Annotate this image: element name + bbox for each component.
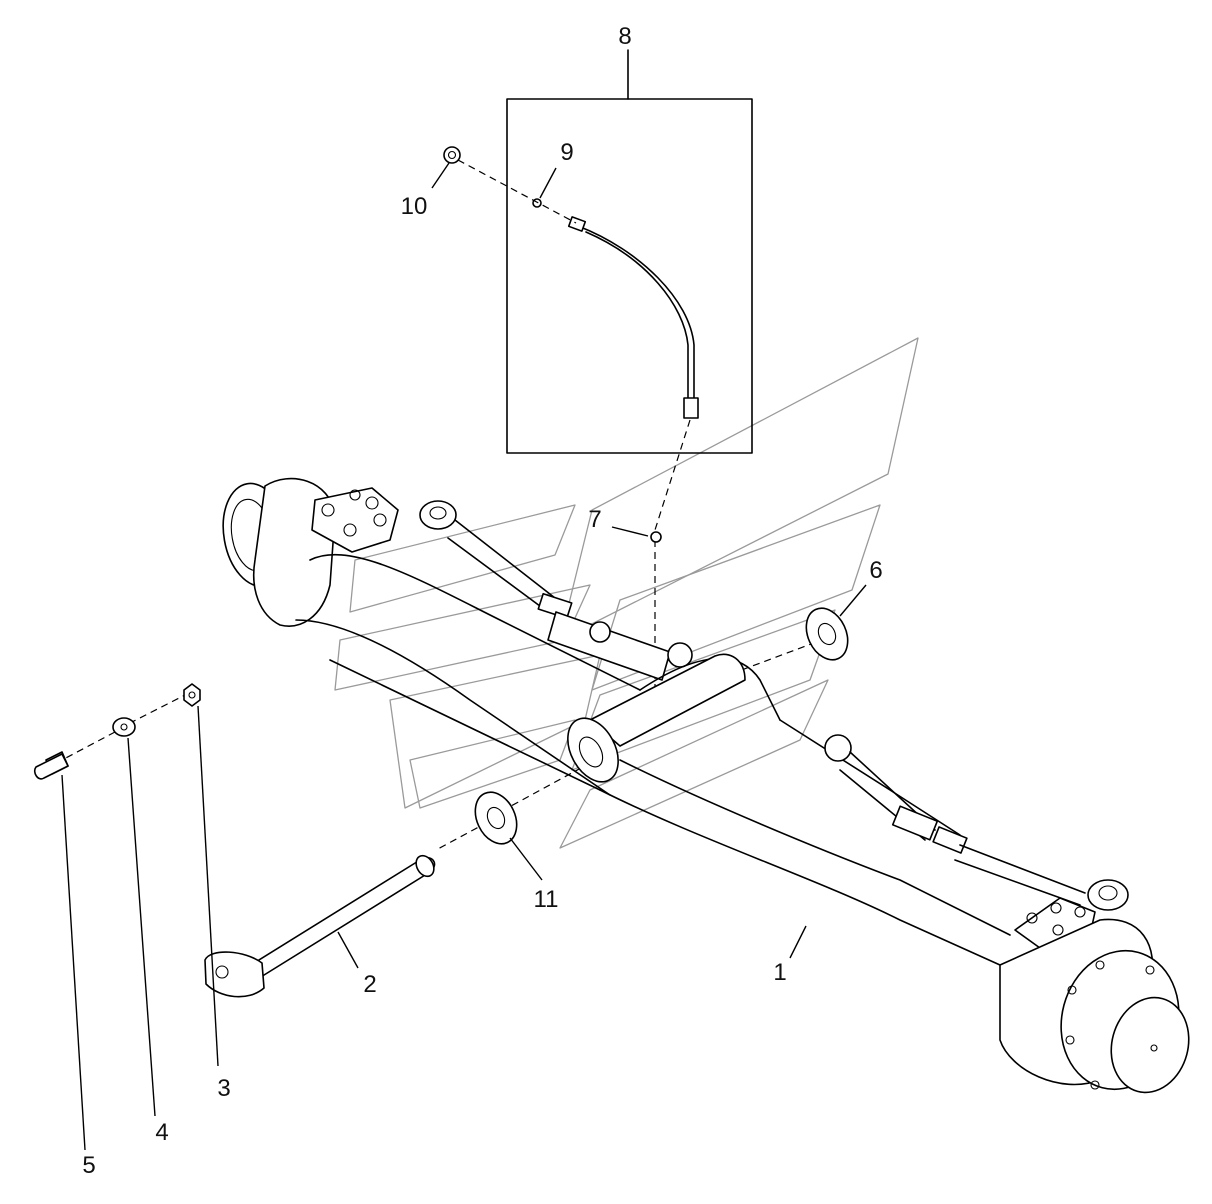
callout-8: 8 bbox=[618, 23, 631, 50]
washer-6 bbox=[805, 607, 849, 661]
callout-3: 3 bbox=[217, 1075, 230, 1102]
axle-housing-1 bbox=[222, 477, 1190, 1094]
leader-lines bbox=[61, 162, 867, 1151]
callout-9: 9 bbox=[560, 139, 573, 166]
pivot-pin-2 bbox=[204, 854, 436, 998]
callout-10: 10 bbox=[401, 193, 428, 220]
callout-4: 4 bbox=[155, 1119, 168, 1146]
washer-4 bbox=[112, 717, 136, 737]
callout-5: 5 bbox=[82, 1152, 95, 1179]
callout-11: 11 bbox=[534, 886, 559, 913]
nut-10 bbox=[443, 146, 461, 164]
callout-6: 6 bbox=[869, 557, 882, 584]
fitting-7 bbox=[650, 531, 662, 543]
bolt-5 bbox=[33, 751, 69, 780]
callout-1: 1 bbox=[773, 959, 786, 986]
kit-box-8 bbox=[506, 49, 753, 454]
callout-7: 7 bbox=[588, 506, 601, 533]
hose-assembly bbox=[532, 198, 699, 419]
watermark-logo bbox=[334, 337, 919, 849]
washer-11 bbox=[474, 791, 518, 845]
callout-2: 2 bbox=[363, 971, 376, 998]
nut-3 bbox=[183, 683, 201, 707]
callout-labels: 8 9 10 7 6 11 2 1 3 4 5 bbox=[82, 23, 882, 1179]
